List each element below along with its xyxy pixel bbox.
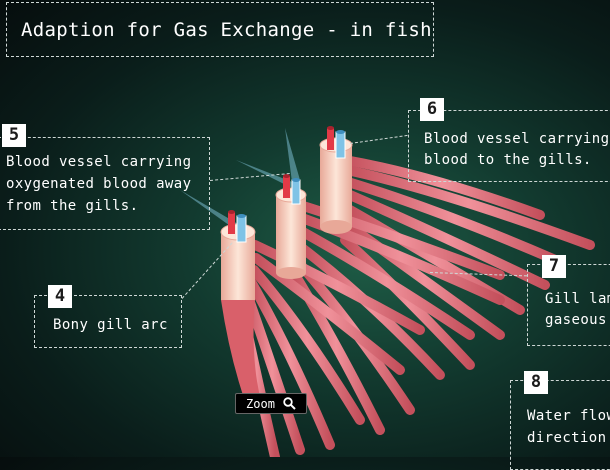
- gill-arch-3: [319, 126, 353, 234]
- label-4-number: 4: [48, 285, 72, 308]
- page-title: Adaption for Gas Exchange - in fish: [21, 19, 432, 41]
- label-box-7[interactable]: Gill lam gaseous: [527, 264, 610, 346]
- label-5-line-1: Blood vessel carrying: [6, 154, 192, 170]
- gill-arch-1: [220, 210, 262, 410]
- label-6-number: 6: [420, 98, 444, 121]
- title-box: Adaption for Gas Exchange - in fish: [6, 2, 434, 57]
- label-7-line-1: Gill lam: [545, 291, 610, 307]
- gill-illustration: [180, 126, 595, 457]
- label-8-number: 8: [524, 371, 548, 394]
- gill-arch-2: [275, 174, 307, 279]
- label-5-line-3: from the gills.: [6, 198, 139, 214]
- label-5-number: 5: [2, 124, 26, 147]
- label-box-4[interactable]: Bony gill arc: [34, 295, 182, 348]
- label-4-line-1: Bony gill arc: [53, 317, 168, 333]
- label-7-number: 7: [542, 255, 566, 278]
- label-6-line-1: Blood vessel carrying: [424, 131, 610, 147]
- label-5-line-2: oxygenated blood away: [6, 176, 192, 192]
- gill-filaments-arch-1: [233, 240, 425, 457]
- gill-filaments-arch-3: [340, 155, 595, 370]
- label-7-line-2: gaseous: [545, 312, 607, 328]
- label-box-5[interactable]: Blood vessel carrying oxygenated blood a…: [0, 137, 210, 230]
- zoom-label: Zoom: [246, 396, 275, 411]
- magnifier-icon: [283, 397, 296, 410]
- label-box-8[interactable]: Water flow direction: [510, 380, 610, 470]
- label-8-line-1: Water flow: [527, 408, 610, 424]
- label-8-line-2: direction: [527, 430, 607, 446]
- zoom-button[interactable]: Zoom: [235, 393, 307, 414]
- label-6-line-2: blood to the gills.: [424, 152, 592, 168]
- label-box-6[interactable]: Blood vessel carrying blood to the gills…: [408, 110, 610, 182]
